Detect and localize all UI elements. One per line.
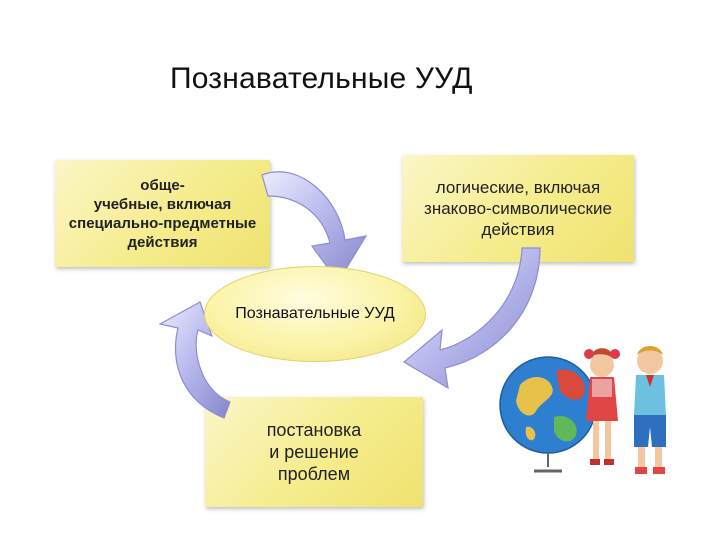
boy-icon [634,346,666,474]
globe-icon [499,356,597,473]
problem-solving-box: постановка и решение проблем [205,397,423,507]
general-learning-actions-label: обще- учебные, включая специально-предме… [68,176,257,251]
girl-icon [584,348,620,465]
children-with-globe-illustration [499,346,666,474]
arrow-right-to-bottom-icon [402,247,541,390]
page-title: Познавательные УУД [170,62,473,95]
problem-solving-label: постановка и решение проблем [266,420,362,484]
general-learning-actions-box: обще- учебные, включая специально-предме… [55,160,270,267]
center-ellipse: Познавательные УУД [204,266,426,362]
arrow-left-to-center-icon [261,171,368,284]
logical-actions-label: логические, включая знаково-символически… [424,178,612,239]
logical-actions-box: логические, включая знаково-символически… [402,155,634,262]
arrow-bottom-to-left-icon [158,301,231,419]
center-label: Познавательные УУД [235,305,395,322]
